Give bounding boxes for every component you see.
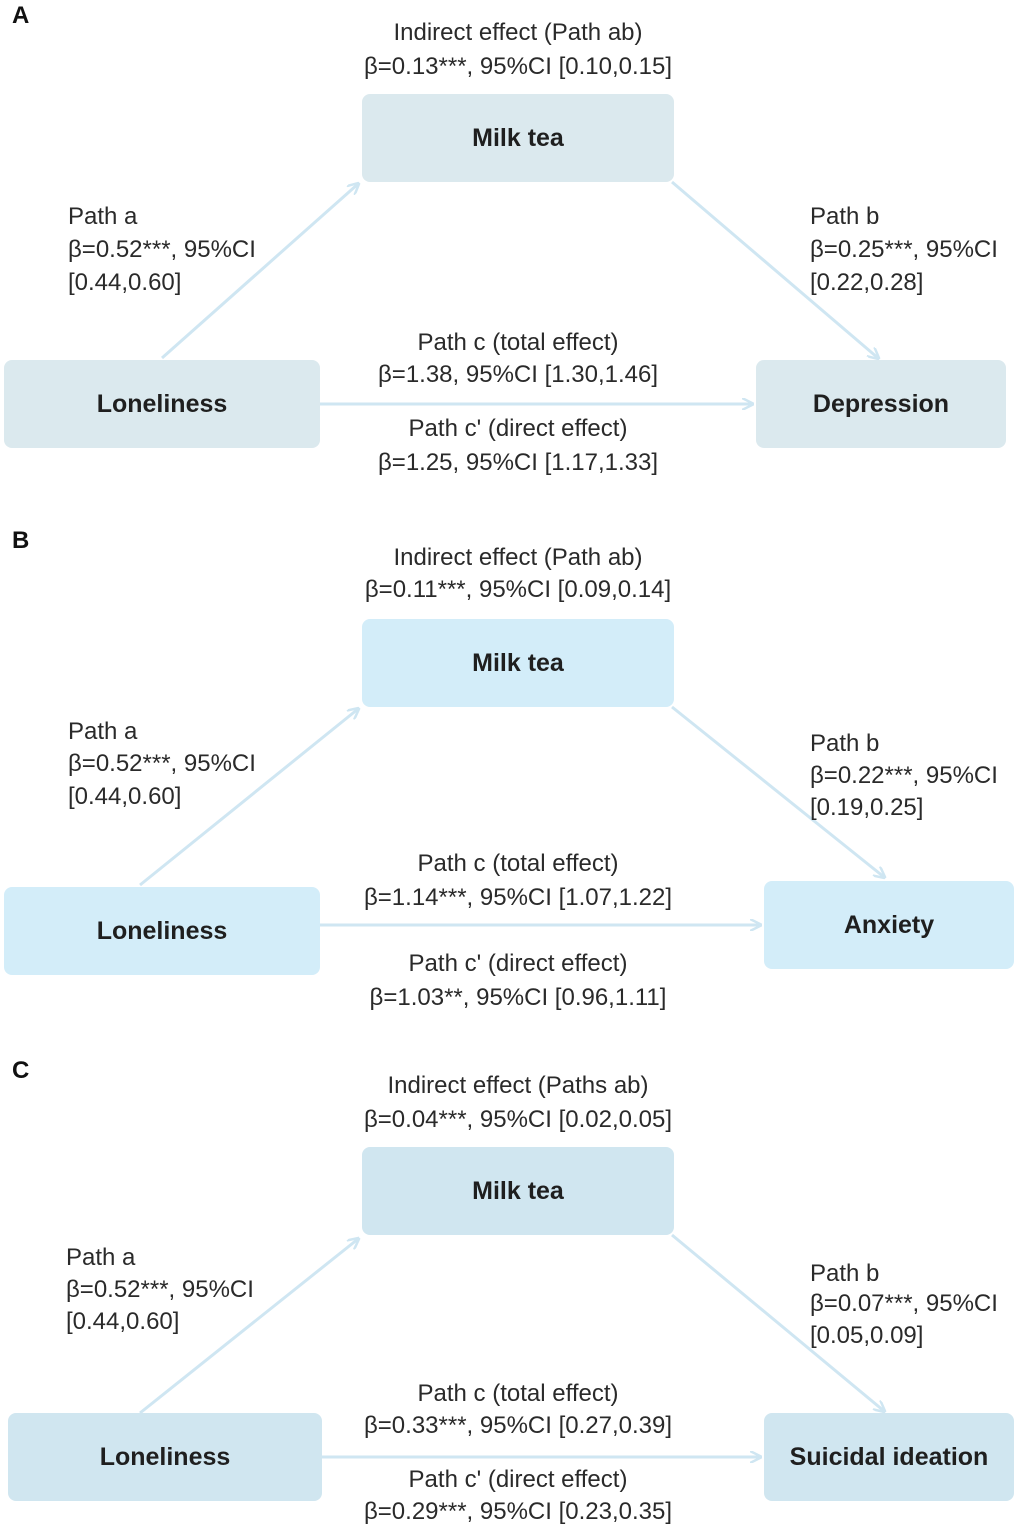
path-c-prime-title: Path c' (direct effect): [408, 1466, 628, 1493]
path-c-prime-title: Path c' (direct effect): [408, 415, 628, 442]
path-a-title: Path a: [68, 203, 138, 230]
panel-c: C Indirect effect (Paths ab) β=0.04***, …: [0, 1055, 1022, 1531]
panel-letter: C: [12, 1057, 30, 1084]
path-a-stats: β=0.52***, 95%CI: [68, 236, 256, 263]
mediator-box: Milk tea: [362, 619, 674, 707]
path-c-prime-stats: β=1.25, 95%CI [1.17,1.33]: [378, 449, 658, 476]
path-b-title: Path b: [810, 730, 880, 757]
path-b-arrow: [671, 1233, 884, 1411]
path-c-prime-stats: β=1.03**, 95%CI [0.96,1.11]: [369, 984, 667, 1011]
outcome-box: Suicidal ideation: [764, 1413, 1014, 1501]
path-a-arrow: [161, 184, 358, 360]
panel-a-arrows: [161, 0, 1022, 520]
path-b-title: Path b: [810, 1260, 880, 1287]
path-c-prime-title: Path c' (direct effect): [408, 950, 628, 977]
indirect-effect-title: Indirect effect (Paths ab): [387, 1072, 649, 1099]
panel-b: B Indirect effect (Path ab) β=0.11***, 9…: [0, 525, 1022, 1050]
path-b-ci: [0.19,0.25]: [810, 794, 924, 821]
path-a-stats: β=0.52***, 95%CI: [68, 750, 256, 777]
path-c-title: Path c (total effect): [417, 1380, 619, 1407]
predictor-box: Loneliness: [8, 1413, 322, 1501]
indirect-effect-stats: β=0.11***, 95%CI [0.09,0.14]: [364, 576, 672, 603]
path-a-arrow: [139, 1239, 358, 1415]
indirect-effect-stats: β=0.13***, 95%CI [0.10,0.15]: [363, 53, 672, 80]
path-b-ci: [0.05,0.09]: [810, 1322, 924, 1349]
path-b-title: Path b: [810, 203, 880, 230]
path-a-ci: [0.44,0.60]: [68, 783, 182, 810]
path-c-prime-stats: β=0.29***, 95%CI [0.23,0.35]: [363, 1498, 672, 1525]
path-a-title: Path a: [66, 1244, 136, 1271]
path-b-arrow: [671, 705, 884, 877]
panel-c-arrows: [139, 1233, 1022, 1531]
indirect-effect-title: Indirect effect (Path ab): [393, 544, 643, 571]
predictor-box: Loneliness: [4, 360, 320, 448]
path-b-stats: β=0.07***, 95%CI: [810, 1290, 998, 1317]
panel-a: A Indirect effect (Path ab) β=0.13***, 9…: [0, 0, 1022, 520]
path-a-ci: [0.44,0.60]: [66, 1308, 180, 1335]
indirect-effect-stats: β=0.04***, 95%CI [0.02,0.05]: [363, 1106, 672, 1133]
indirect-effect-title: Indirect effect (Path ab): [393, 19, 643, 46]
panel-b-arrows: [139, 705, 1022, 1050]
path-b-stats: β=0.25***, 95%CI: [810, 236, 998, 263]
path-a-stats: β=0.52***, 95%CI: [66, 1276, 254, 1303]
path-c-title: Path c (total effect): [417, 850, 619, 877]
path-a-arrow: [139, 709, 358, 887]
path-c-stats: β=0.33***, 95%CI [0.27,0.39]: [363, 1412, 672, 1439]
predictor-box: Loneliness: [4, 887, 320, 975]
panel-letter: B: [12, 527, 30, 554]
path-a-ci: [0.44,0.60]: [68, 269, 182, 296]
path-c-title: Path c (total effect): [417, 329, 619, 356]
mediator-box: Milk tea: [362, 94, 674, 182]
mediator-box: Milk tea: [362, 1147, 674, 1235]
path-c-stats: β=1.14***, 95%CI [1.07,1.22]: [363, 884, 672, 911]
outcome-box: Depression: [756, 360, 1006, 448]
path-c-stats: β=1.38, 95%CI [1.30,1.46]: [378, 361, 658, 388]
path-b-stats: β=0.22***, 95%CI: [810, 762, 998, 789]
path-a-title: Path a: [68, 718, 138, 745]
path-b-arrow: [671, 180, 878, 358]
path-b-ci: [0.22,0.28]: [810, 269, 924, 296]
outcome-box: Anxiety: [764, 881, 1014, 969]
panel-letter: A: [12, 2, 30, 29]
